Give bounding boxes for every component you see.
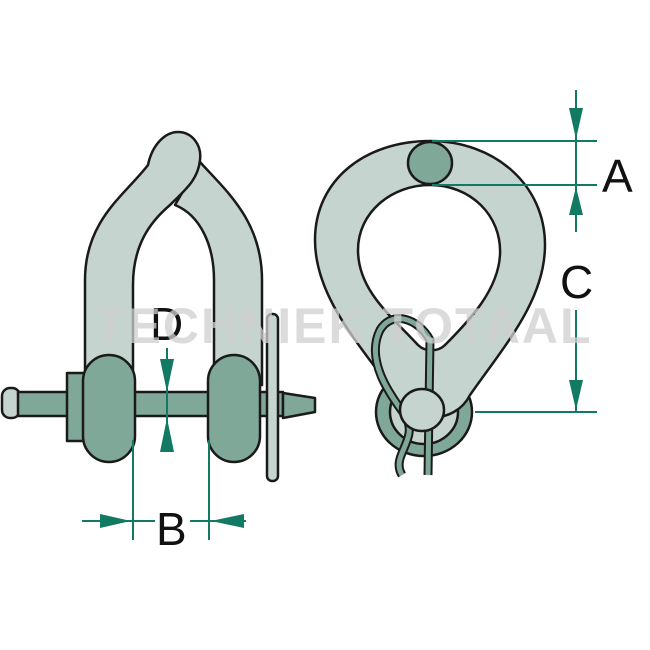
label-c: C [560,256,593,308]
side-view [313,139,547,478]
bolt-tip [281,391,317,420]
dimension-a-c [432,90,597,413]
shackle-left-eye [81,353,137,464]
bolt-end [398,387,446,433]
front-view [0,130,317,483]
dimension-b [82,440,246,540]
shackle-left-leg [83,130,202,387]
label-d: D [150,298,183,350]
shackle-right-eye [206,353,262,464]
label-a: A [602,150,633,202]
pin-cross-section [406,140,454,186]
shackle-right-leg [173,160,264,387]
dimension-d [160,348,174,452]
watermark: TECHNIEK TOTAAL [95,298,593,354]
cotter-pin [265,312,280,483]
label-b: B [156,503,187,555]
